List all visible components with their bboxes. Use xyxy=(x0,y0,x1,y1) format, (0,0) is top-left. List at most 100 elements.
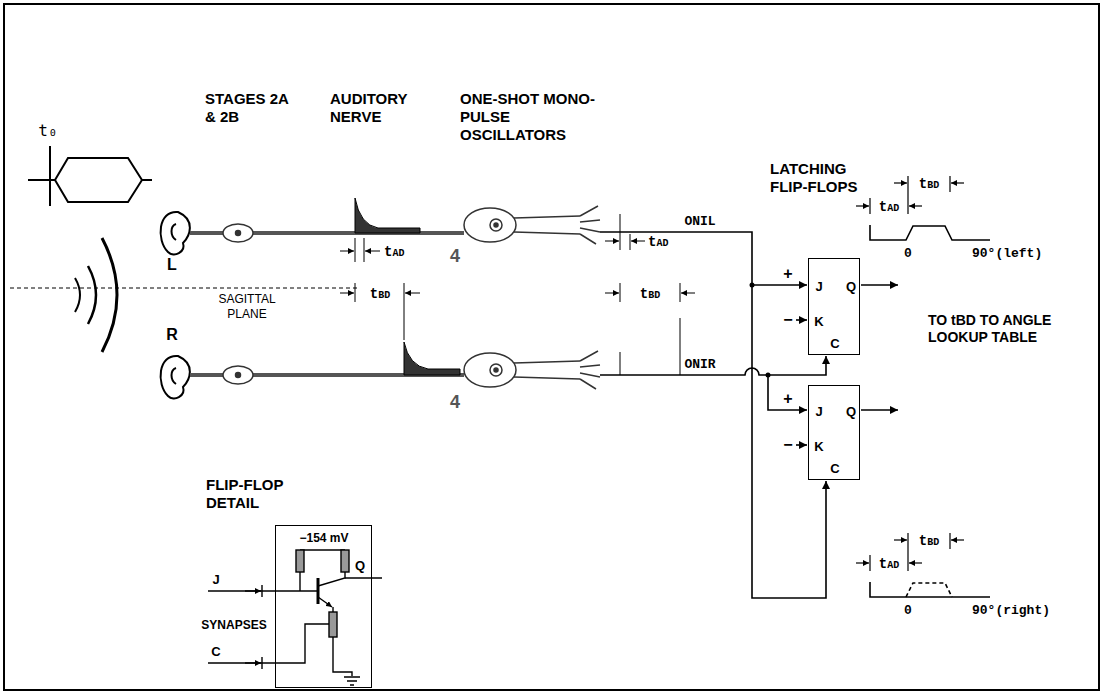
axis-label: 0 xyxy=(904,603,912,618)
polarity-sign: + xyxy=(783,390,792,408)
label-text: 90°(right) xyxy=(972,603,1050,618)
output-wire xyxy=(861,284,898,286)
ear xyxy=(172,368,177,384)
mono-pulse-oscillator xyxy=(490,219,502,231)
axis-label: 0 xyxy=(904,246,912,261)
sound-waves xyxy=(75,278,80,312)
ear xyxy=(161,212,190,399)
output-note: TO tBD TO ANGLE LOOKUP TABLE xyxy=(928,312,1053,346)
input-wire xyxy=(796,444,807,446)
box-text: J xyxy=(815,279,822,294)
stage-heading: LATCHING FLIP-FLOPS xyxy=(770,160,882,196)
stimulus-pulse xyxy=(49,146,51,206)
output-plot xyxy=(951,182,964,183)
auditory-nerve xyxy=(190,233,464,375)
interval-label: tBD xyxy=(640,284,660,302)
sagittal-plane-line xyxy=(10,288,360,289)
callout-number: 4 xyxy=(450,392,460,413)
transistor-circuit xyxy=(332,607,333,612)
ear-label: R xyxy=(166,326,178,344)
output-plot xyxy=(856,205,869,206)
transistor-circuit xyxy=(261,657,262,669)
spiral-ganglion-cell xyxy=(236,231,241,236)
dimension-marks xyxy=(681,293,695,294)
output-plot xyxy=(951,539,964,540)
label-text: tBD xyxy=(640,286,660,302)
label-text: SYNAPSES xyxy=(201,618,266,632)
signal-wire xyxy=(752,285,826,598)
output-plot xyxy=(894,182,907,183)
input-wire xyxy=(796,319,807,321)
polarity-sign: + xyxy=(783,265,792,283)
stimulus-pulse xyxy=(55,180,142,202)
box-text: C xyxy=(830,461,839,476)
signal-wire xyxy=(768,375,807,410)
output-plot xyxy=(870,176,950,214)
label-text: + xyxy=(783,390,792,408)
dimension-marks xyxy=(340,214,695,375)
dimension-marks xyxy=(605,293,619,294)
label-text: tBD xyxy=(370,286,390,302)
label-text: LATCHING FLIP-FLOPS xyxy=(770,160,882,196)
interval-label: tAD xyxy=(879,554,899,572)
spiral-ganglion-cell xyxy=(236,373,241,378)
label-text: + xyxy=(783,265,792,283)
dimension-marks xyxy=(620,283,680,302)
spiral-ganglion-cell xyxy=(223,224,253,242)
mono-pulse-oscillator xyxy=(494,223,498,227)
sound-waves xyxy=(75,238,117,352)
label-text: STAGES 2A & 2B xyxy=(205,90,300,126)
label-text: t₀ xyxy=(38,121,57,140)
label-text: 4 xyxy=(450,392,460,413)
transistor-circuit xyxy=(208,550,382,685)
signal-wire xyxy=(600,356,826,375)
callout-number: 4 xyxy=(450,246,460,267)
label-text: − xyxy=(783,311,792,329)
polarity-sign: − xyxy=(783,436,792,454)
flip-flop-box: JKCQ xyxy=(808,385,860,480)
label-text: tBD xyxy=(919,176,939,192)
mono-pulse-oscillator xyxy=(464,206,600,389)
interval-label: tAD xyxy=(648,232,668,250)
interval-label: tAD xyxy=(879,197,899,215)
label-text: − xyxy=(783,436,792,454)
output-plot xyxy=(870,225,990,240)
flip-flop-detail-box: FLIP-FLOP DETAIL−154 mV xyxy=(275,525,372,688)
interval-label: tBD xyxy=(919,531,939,549)
frame xyxy=(4,4,1099,690)
transistor-circuit xyxy=(261,585,262,597)
axis-label: 90°(right) xyxy=(972,603,1050,618)
junction-dot xyxy=(766,373,771,378)
wires xyxy=(600,232,898,598)
label-text: SAGITTAL PLANE xyxy=(206,292,288,322)
mono-pulse-oscillator xyxy=(464,208,516,242)
label-text: 0 xyxy=(904,603,912,618)
label-text: R xyxy=(166,326,178,344)
pin-name: J xyxy=(212,572,219,587)
label-text: L xyxy=(167,256,177,274)
label-text: tAD xyxy=(879,556,899,572)
dimension-marks xyxy=(355,283,404,340)
transistor-circuit xyxy=(245,662,261,663)
signal-name: ONIR xyxy=(684,357,715,372)
stage-heading: STAGES 2A & 2B xyxy=(205,90,300,126)
label-text: ONIL xyxy=(684,214,715,229)
flip-flop-box: JKCQ xyxy=(808,258,860,355)
dimension-marks xyxy=(340,251,354,252)
mono-pulse-oscillator xyxy=(514,361,580,379)
pin-name: C xyxy=(211,644,220,659)
ear xyxy=(172,224,177,240)
box-text: C xyxy=(830,336,839,351)
box-text: −154 mV xyxy=(299,531,348,545)
output-plot xyxy=(909,562,922,563)
mono-pulse-oscillator xyxy=(494,368,498,372)
mono-pulse-oscillator xyxy=(464,353,516,387)
label-text: ONIR xyxy=(684,357,715,372)
transistor-circuit xyxy=(318,597,332,607)
output-plot xyxy=(856,176,990,597)
dimension-marks xyxy=(631,241,645,242)
label-text: tAD xyxy=(879,199,899,215)
sound-waves xyxy=(102,238,117,352)
nerve-spike xyxy=(355,198,460,375)
